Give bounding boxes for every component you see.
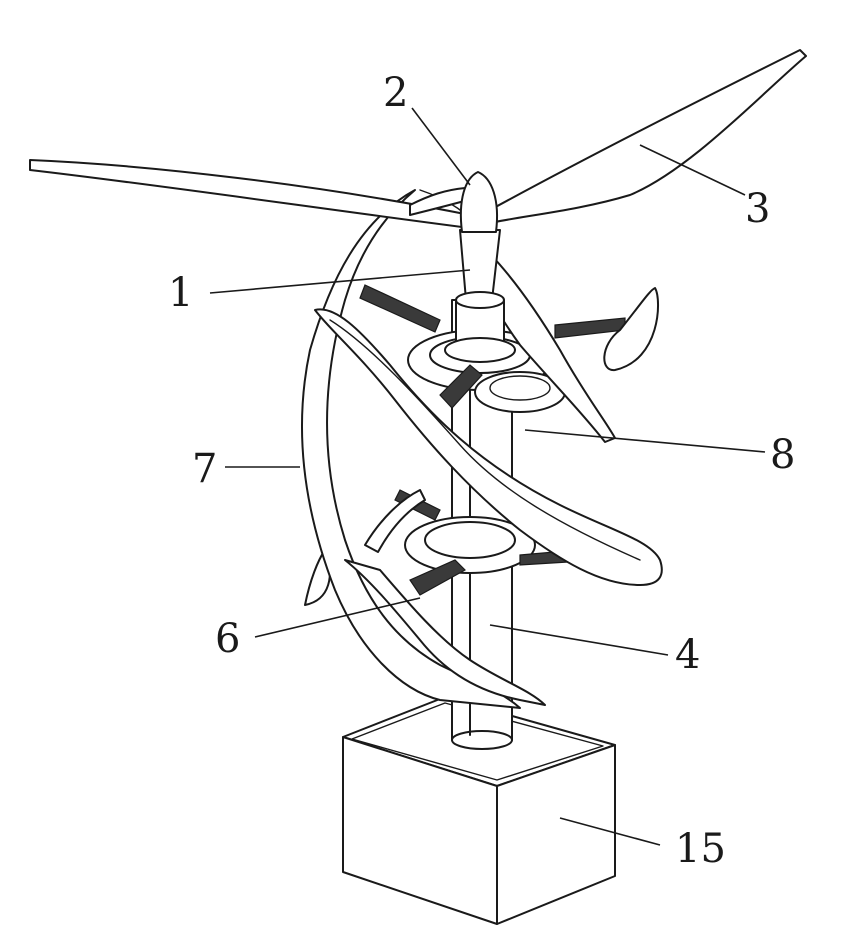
label-support-arm: 6 [215,616,240,662]
label-horizontal-blade: 3 [745,186,770,232]
label-nose-cone: 2 [383,70,408,116]
label-tower-pole: 4 [675,632,700,678]
label-ring-bearing: 8 [770,432,795,478]
label-hub-shaft: 1 [168,270,193,316]
label-base-box: 15 [675,826,726,872]
horizontal-rotor [30,50,806,442]
label-helical-blade: 7 [192,446,217,492]
